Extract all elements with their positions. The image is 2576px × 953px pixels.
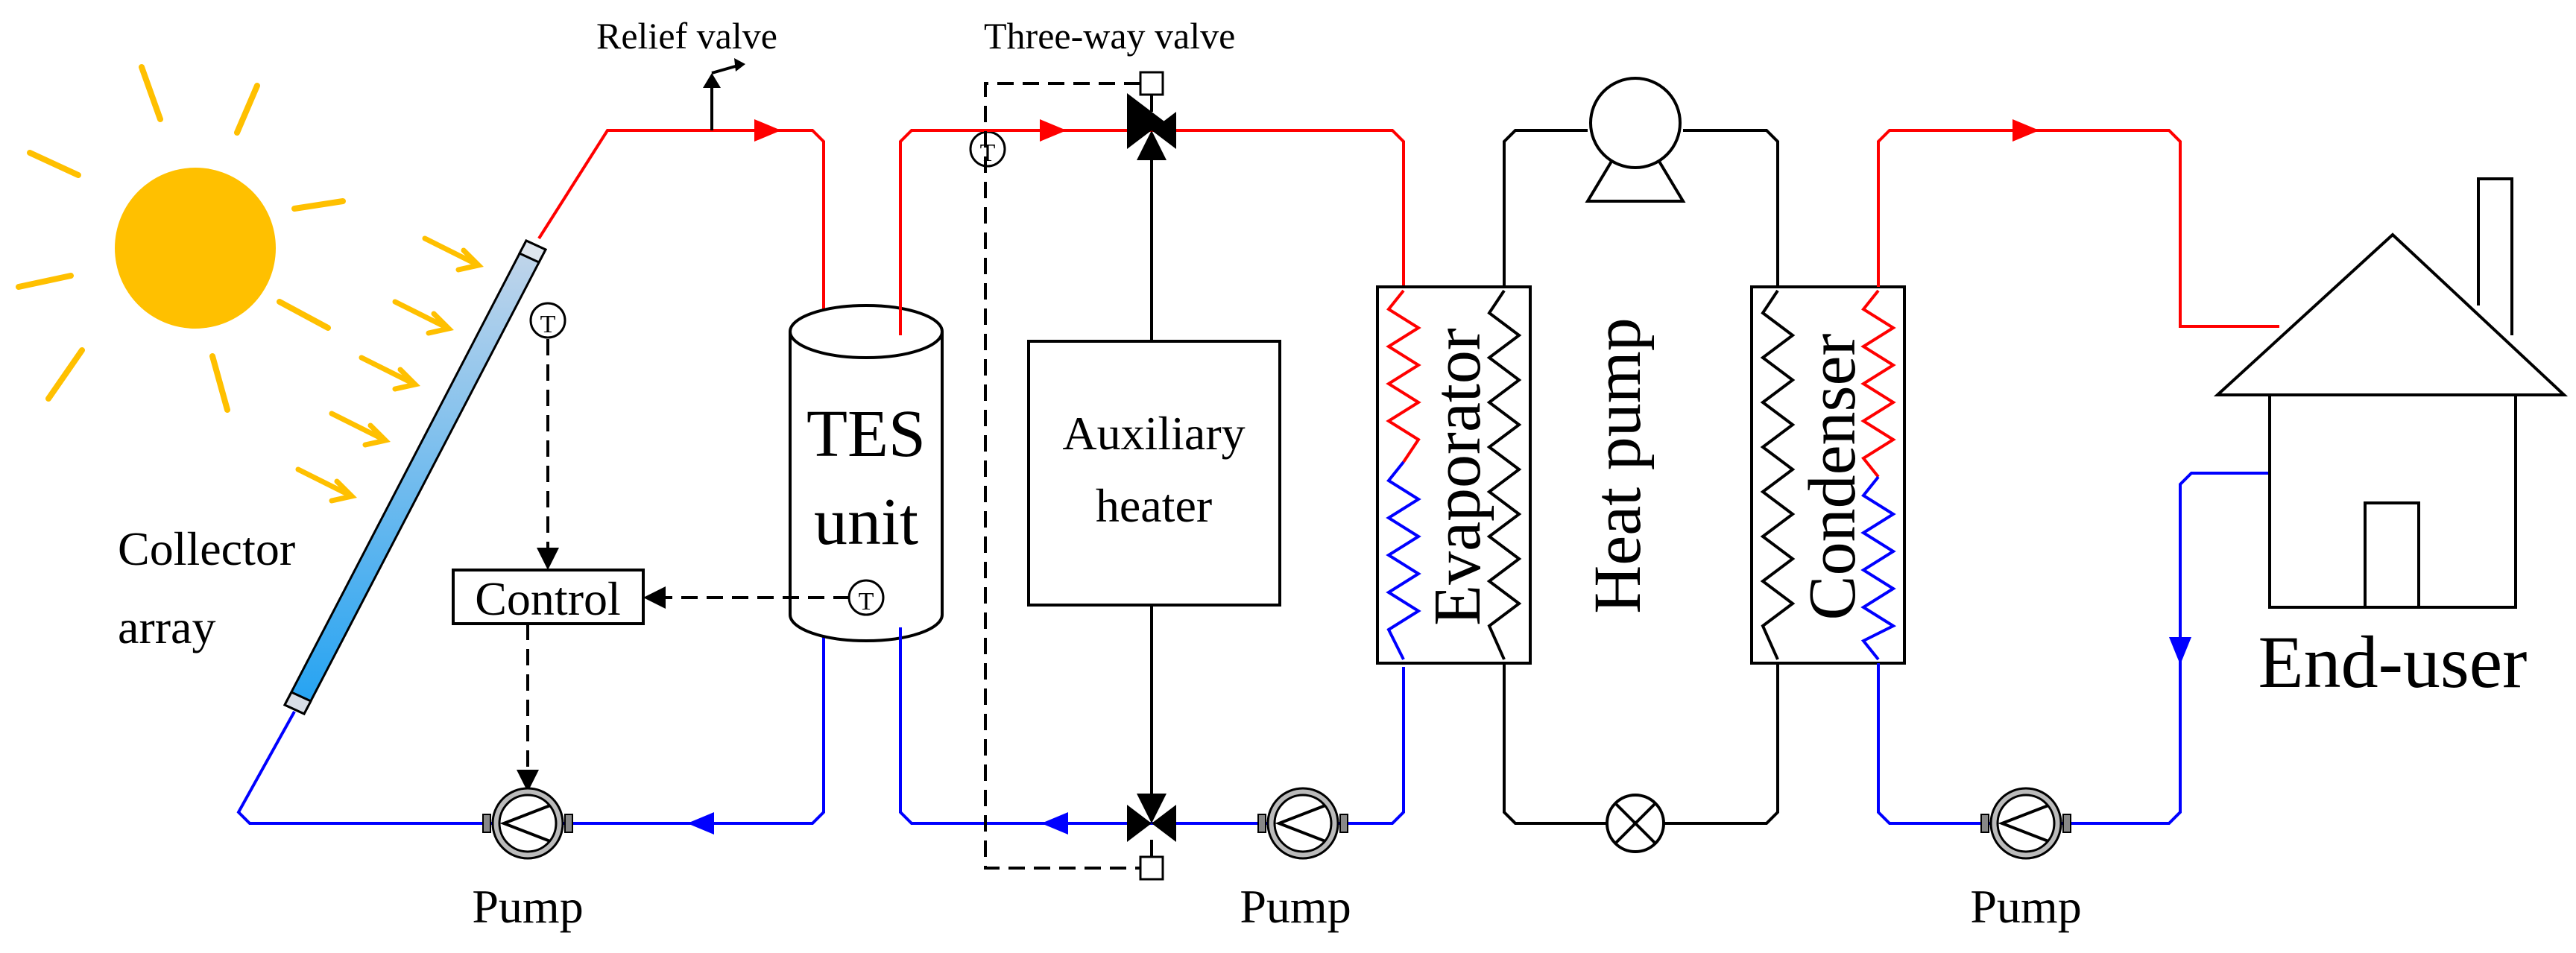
sun-icon — [16, 64, 484, 504]
temperature-sensor-icon: T — [529, 302, 566, 339]
pump-label-2: Pump — [1240, 880, 1351, 933]
flow-arrow-icon — [687, 119, 781, 835]
aux-heater-label-line2: heater — [1096, 479, 1212, 532]
pump-label-1: Pump — [472, 880, 583, 933]
pump-label-3: Pump — [1970, 880, 2081, 933]
heat-pump-label: Heat pump — [1581, 317, 1655, 613]
pump-icon — [1257, 787, 1348, 860]
svg-text:T: T — [980, 139, 996, 167]
expansion-valve-icon — [1606, 794, 1665, 853]
tes-unit — [789, 304, 944, 642]
condenser-to-house-pipe — [1877, 129, 2279, 328]
svg-text:T: T — [859, 588, 874, 615]
condenser-coils — [1760, 289, 1897, 661]
house-icon — [2213, 177, 2569, 609]
collector-panel-icon — [282, 239, 548, 715]
temperature-sensor-icon: T — [847, 579, 885, 616]
condenser-label: Condenser — [1796, 334, 1869, 621]
aux-heater-label-line1: Auxiliary — [1062, 407, 1245, 460]
auxiliary-heater-box — [1027, 340, 1281, 607]
end-user-loop-pipes — [1877, 129, 2279, 825]
control-label: Control — [475, 572, 621, 625]
valve-actuator-top — [1139, 71, 1164, 96]
refrigerant-loop — [1503, 129, 1779, 825]
three-way-valve-icon — [1127, 93, 1176, 160]
end-user-label: End-user — [2258, 621, 2528, 703]
three-way-valve-label: Three-way valve — [984, 15, 1235, 57]
tes-label-line1: TES — [806, 397, 926, 471]
control-signal-lines — [526, 339, 850, 773]
flow-arrow-icon — [1040, 119, 1068, 835]
three-way-valve-icon — [1127, 794, 1176, 842]
flow-arrow-icon — [2012, 119, 2191, 665]
relief-valve-icon — [703, 58, 745, 130]
pump-icon — [1980, 787, 2071, 860]
solar-loop-pipes — [236, 129, 825, 825]
tes-label-line2: unit — [814, 485, 918, 559]
three-way-valve-control-line — [984, 82, 1140, 870]
pump-icon — [482, 787, 573, 860]
relief-valve-label: Relief valve — [596, 15, 777, 57]
control-box — [452, 569, 645, 625]
svg-text:T: T — [540, 311, 556, 338]
collector-label-line2: array — [118, 601, 215, 653]
evaporator-coils — [1386, 289, 1522, 660]
control-signal-arrowheads — [517, 548, 666, 792]
collector-label-line1: Collector — [118, 522, 295, 575]
solar-radiation-arrows — [295, 235, 484, 504]
compressor-icon — [1585, 77, 1686, 203]
evaporator-label: Evaporator — [1421, 328, 1494, 626]
temperature-sensor-icon: T — [969, 130, 1006, 168]
house-return-pipe — [1877, 472, 2270, 825]
valve-actuator-bottom — [1139, 855, 1164, 881]
condenser-box — [1750, 285, 1906, 665]
collector-supply-pipe — [537, 129, 825, 335]
